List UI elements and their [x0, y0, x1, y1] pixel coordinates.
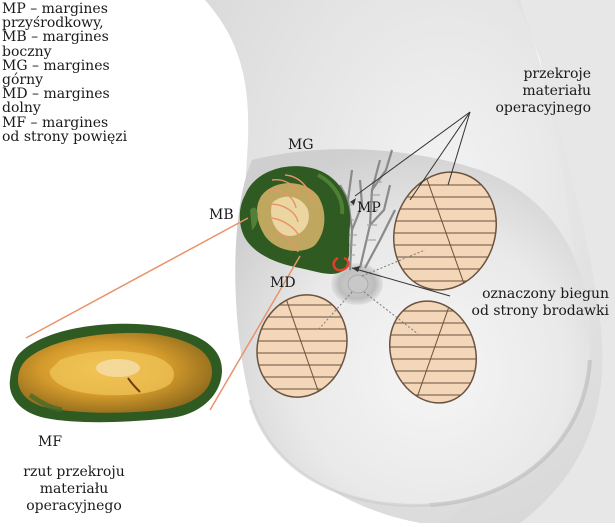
marked-pole-label: oznaczony biegun od strony brodawki — [449, 286, 609, 320]
projection-line: operacyjnego — [0, 498, 148, 515]
legend-line: dolny — [2, 101, 162, 115]
projection-label: rzut przekroju materiału operacyjnego — [0, 464, 148, 515]
legend-line: MB – margines — [2, 30, 162, 44]
legend-line: MF – margines — [2, 116, 162, 130]
projection-line: materiału — [0, 481, 148, 498]
legend-line: MG – margines — [2, 59, 162, 73]
legend-line: MD – margines — [2, 87, 162, 101]
label-mb: MB — [209, 208, 234, 222]
label-mf: MF — [38, 435, 62, 449]
marked-pole-line: oznaczony biegun — [449, 286, 609, 303]
label-md: MD — [270, 276, 296, 290]
marked-pole-line: od strony brodawki — [449, 303, 609, 320]
margin-legend: MP – margines przyśrodkowy, MB – margine… — [2, 2, 162, 144]
cross-sections-label: przekroje materiału operacyjnego — [471, 66, 591, 117]
legend-line: od strony powięzi — [2, 130, 162, 144]
cross-sections-line: przekroje — [471, 66, 591, 83]
cross-sections-line: materiału — [471, 83, 591, 100]
label-mp: MP — [357, 201, 381, 215]
cross-section-slice — [10, 324, 222, 422]
label-mg: MG — [288, 138, 314, 152]
legend-line: przyśrodkowy, — [2, 16, 162, 30]
legend-line: górny — [2, 73, 162, 87]
legend-line: MP – margines — [2, 2, 162, 16]
legend-line: boczny — [2, 45, 162, 59]
projection-line: rzut przekroju — [0, 464, 148, 481]
cross-sections-line: operacyjnego — [471, 100, 591, 117]
